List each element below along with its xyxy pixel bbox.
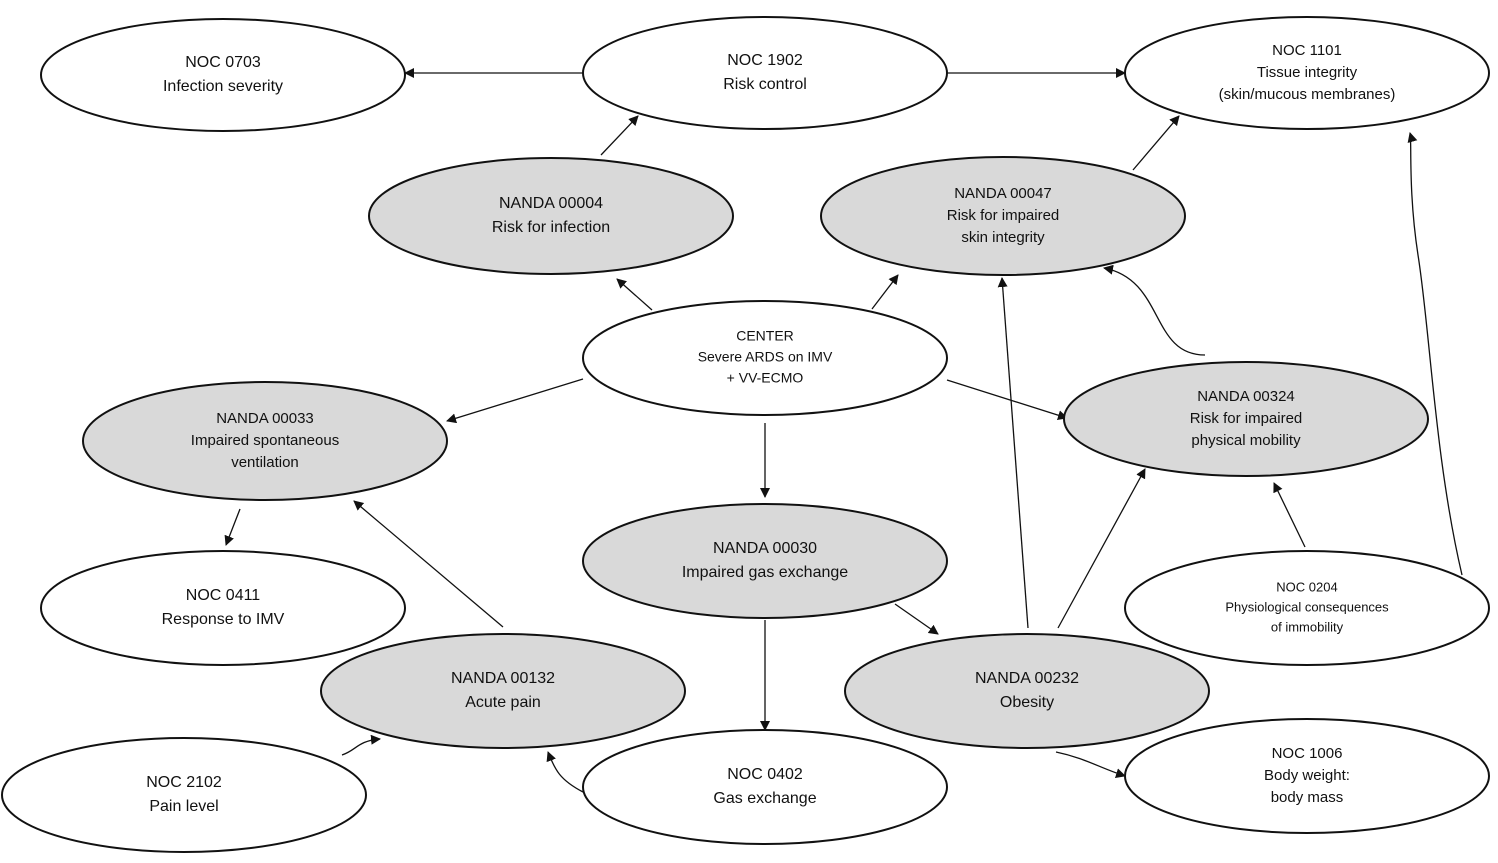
- nanda-00033-label-line-3: ventilation: [231, 454, 299, 471]
- noc-1902-label-line-2: Risk control: [723, 76, 807, 93]
- noc-2102-label-line-2: Pain level: [149, 798, 218, 815]
- arrow-nanda-00324-to-nanda-00047: [1103, 264, 1206, 356]
- nanda-00047-label-line-3: skin integrity: [961, 229, 1045, 246]
- noc-2102-ellipse: [1, 737, 367, 853]
- arrow-center-to-nanda-00324: [946, 379, 1068, 421]
- nanda-00132-ellipse: [320, 633, 686, 749]
- nanda-00004-label-line-2: Risk for infection: [492, 219, 610, 236]
- arrow-nanda-00047-to-noc-1101: [1132, 115, 1180, 171]
- noc-0411-label-line-2: Response to IMV: [162, 611, 285, 628]
- arrow-nanda-00132-to-nanda-00033: [353, 500, 504, 628]
- arrow-nanda-00232-to-nanda-00324: [1057, 468, 1146, 629]
- nanda-00132-label-line-1: NANDA 00132: [451, 670, 555, 687]
- nanda-00004-label-line-1: NANDA 00004: [499, 195, 603, 212]
- nanda-00047-ellipse: [820, 156, 1186, 276]
- noc-0204-label-line-2: Physiological consequences: [1225, 599, 1389, 614]
- nanda-00033-label-line-1: NANDA 00033: [216, 410, 314, 427]
- nanda-00030-label-line-2: Impaired gas exchange: [682, 564, 848, 581]
- center-label-line-2: Severe ARDS on IMV: [698, 349, 833, 365]
- nanda-00047-label-line-1: NANDA 00047: [954, 185, 1052, 202]
- arrow-center-to-nanda-00004: [616, 278, 653, 311]
- arrow-center-to-nanda-00047: [871, 274, 899, 310]
- noc-0411-label-line-1: NOC 0411: [186, 587, 261, 604]
- nanda-00132-label-line-2: Acute pain: [465, 694, 541, 711]
- arrow-nanda-00232-to-noc-1006: [1055, 751, 1126, 779]
- noc-0703-label-line-1: NOC 0703: [185, 54, 261, 71]
- arrow-noc-0204-to-nanda-00324: [1273, 482, 1306, 548]
- arrow-nanda-00030-to-nanda-00232: [894, 603, 939, 635]
- noc-1902-ellipse: [582, 16, 948, 130]
- nanda-00030-ellipse: [582, 503, 948, 619]
- arrow-noc-2102-to-nanda-00132: [341, 734, 381, 756]
- center-ellipse: [582, 300, 948, 416]
- node-center: CENTER Severe ARDS on IMV + VV-ECMO: [582, 300, 948, 416]
- nanda-00047-label-line-2: Risk for impaired: [947, 207, 1060, 224]
- nanda-00033-label-line-2: Impaired spontaneous: [191, 432, 339, 449]
- nanda-00232-label-line-2: Obesity: [1000, 694, 1054, 711]
- noc-1101-ellipse: [1124, 16, 1490, 130]
- noc-1006-label-line-1: NOC 1006: [1272, 745, 1343, 762]
- center-label-line-3: + VV-ECMO: [727, 370, 804, 386]
- noc-0411-ellipse: [40, 550, 406, 666]
- nanda-00232-ellipse: [844, 633, 1210, 749]
- nanda-00324-label-line-2: Risk for impaired: [1190, 410, 1303, 427]
- noc-1006-label-line-3: body mass: [1271, 789, 1344, 806]
- noc-0204-label-line-1: NOC 0204: [1276, 579, 1337, 594]
- center-label-line-1: CENTER: [736, 328, 794, 344]
- noc-0402-ellipse: [582, 729, 948, 845]
- noc-2102-label-line-1: NOC 2102: [146, 774, 222, 791]
- noc-1101-label-line-3: (skin/mucous membranes): [1219, 86, 1396, 103]
- noc-1006-ellipse: [1124, 718, 1490, 834]
- arrow-nanda-00033-to-noc-0411: [224, 508, 241, 546]
- nanda-00324-label-line-3: physical mobility: [1191, 432, 1301, 449]
- nanda-00232-label-line-1: NANDA 00232: [975, 670, 1079, 687]
- arrow-center-to-nanda-00033: [446, 378, 584, 424]
- noc-0703-ellipse: [40, 18, 406, 132]
- noc-1101-label-line-2: Tissue integrity: [1257, 64, 1358, 81]
- nanda-00324-ellipse: [1063, 361, 1429, 477]
- noc-0402-label-line-2: Gas exchange: [713, 790, 816, 807]
- noc-0402-label-line-1: NOC 0402: [727, 766, 803, 783]
- nanda-00324-label-line-1: NANDA 00324: [1197, 388, 1295, 405]
- arrow-noc-0402-to-nanda-00132: [546, 751, 584, 793]
- nanda-00030-label-line-1: NANDA 00030: [713, 540, 817, 557]
- nanda-00033-ellipse: [82, 381, 448, 501]
- noc-1006-label-line-2: Body weight:: [1264, 767, 1350, 784]
- arrow-nanda-00232-to-nanda-00047: [997, 277, 1029, 629]
- noc-0703-label-line-2: Infection severity: [163, 78, 283, 95]
- noc-1902-label-line-1: NOC 1902: [727, 52, 803, 69]
- noc-0204-ellipse: [1124, 550, 1490, 666]
- noc-0204-label-line-3: of immobility: [1271, 619, 1344, 634]
- arrow-noc-0204-to-noc-1101: [1407, 132, 1463, 576]
- noc-1101-label-line-1: NOC 1101: [1272, 42, 1342, 59]
- arrow-nanda-00004-to-noc-1902: [600, 115, 639, 156]
- nanda-00004-ellipse: [368, 157, 734, 275]
- edges-layer: [224, 68, 1463, 793]
